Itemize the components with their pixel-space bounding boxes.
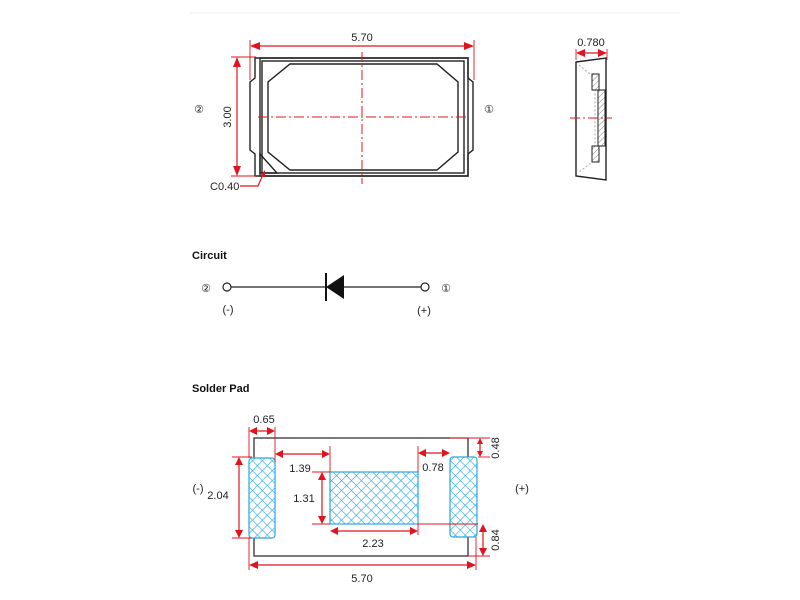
center-pad xyxy=(329,471,419,525)
chamfer-dimension: C0.40 xyxy=(210,181,239,193)
total-width-dim: 5.70 xyxy=(351,573,372,585)
side-view: 0.780 xyxy=(570,37,612,181)
circuit-diagram: Circuit ② ① (-) (+) xyxy=(192,250,451,317)
top-offset-dim: 0.48 xyxy=(490,437,502,458)
top-view: 5.70 3.00 C0.40 ② ① xyxy=(194,32,494,193)
pin2-label: ② xyxy=(194,104,204,116)
lead-upper xyxy=(591,73,600,91)
right-gap-dim: 0.78 xyxy=(422,462,443,474)
package-frame xyxy=(259,57,469,177)
pin1-label: ① xyxy=(484,104,494,116)
center-height-dim: 1.31 xyxy=(293,493,314,505)
minus-label: (-) xyxy=(193,483,204,495)
thickness-dimension: 0.780 xyxy=(577,37,605,49)
diode-symbol xyxy=(326,275,344,299)
bottom-offset-dim: 0.84 xyxy=(490,529,502,550)
height-dimension: 3.00 xyxy=(222,106,234,127)
circuit-heading: Circuit xyxy=(192,250,227,262)
chamfer-leader xyxy=(240,171,265,187)
side-body xyxy=(575,57,607,181)
cathode-terminal xyxy=(222,282,232,292)
left-pad xyxy=(248,457,276,539)
pad-width-dim: 0.65 xyxy=(253,414,274,426)
width-dimension: 5.70 xyxy=(351,32,372,44)
anode-label: (+) xyxy=(417,305,431,317)
circuit-pin2: ② xyxy=(201,283,211,295)
cathode-chamfer xyxy=(259,152,279,174)
circuit-pin1: ① xyxy=(441,283,451,295)
center-width-dim: 2.23 xyxy=(362,538,383,550)
plus-label: (+) xyxy=(515,483,529,495)
lead-lower xyxy=(591,145,600,163)
left-gap-dim: 1.39 xyxy=(289,463,310,475)
pad-height-dim: 2.04 xyxy=(207,490,228,502)
cathode-label: (-) xyxy=(223,304,234,316)
solder-pad-heading: Solder Pad xyxy=(192,383,249,395)
right-pad xyxy=(449,456,478,538)
solder-pad-diagram: Solder Pad 0.65 2.04 1.39 1.31 2.23 xyxy=(192,383,529,585)
lens-outline xyxy=(267,63,459,171)
anode-terminal xyxy=(420,282,430,292)
